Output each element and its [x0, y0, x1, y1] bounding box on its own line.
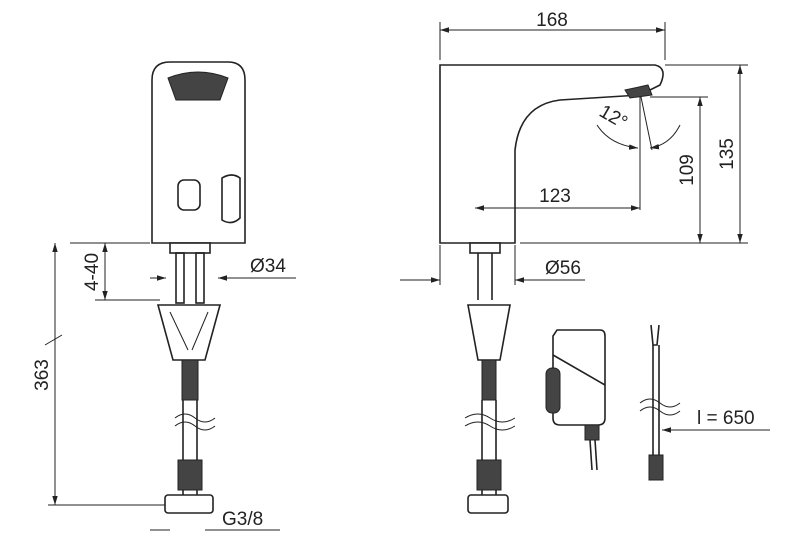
control-box	[545, 329, 606, 471]
cable-length-label: l = 650	[697, 408, 755, 429]
connector-g38	[164, 494, 214, 514]
dim-thread-label: G3/8	[222, 509, 263, 530]
mounting-cone	[156, 304, 222, 361]
cable: l = 650	[639, 324, 770, 481]
dim-reach-label: 123	[539, 186, 571, 207]
dim-height-total-label: 135	[717, 138, 738, 170]
dim-range-label: 4-40	[82, 253, 103, 291]
dim-height-label: 363	[32, 359, 53, 391]
sensor-icon	[177, 179, 201, 211]
sensor-window-top	[167, 71, 229, 101]
lever	[221, 174, 241, 224]
outlet	[624, 84, 653, 99]
mount-nut	[169, 242, 211, 254]
side-view: 168 135 109 123 12° Ø56	[400, 10, 748, 514]
front-view: 4-40 363 Ø34 G3/8	[32, 61, 296, 531]
faucet-body-side	[439, 64, 664, 244]
dim-diameter-label: Ø56	[545, 258, 581, 279]
dim-height-outlet-label: 109	[677, 154, 698, 186]
dim-length-label: 168	[536, 10, 568, 31]
dim-angle-label: 12°	[596, 101, 631, 134]
dim-diameter-label: Ø34	[250, 256, 286, 277]
